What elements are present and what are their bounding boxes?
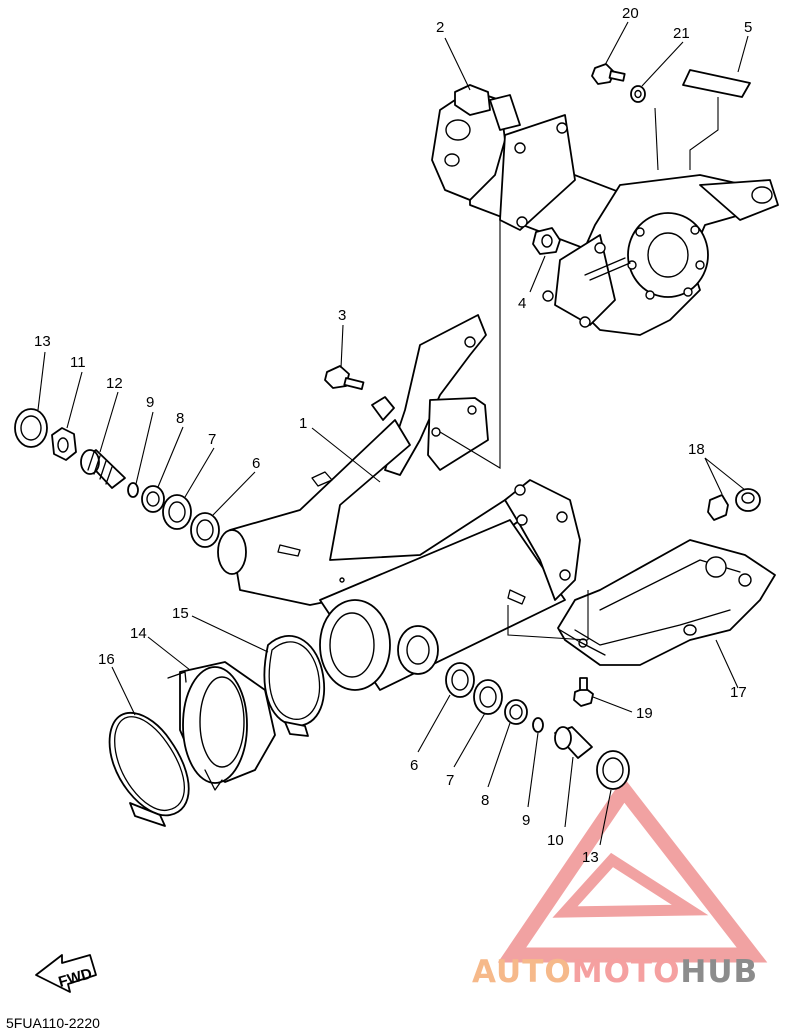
part-oring-9-left bbox=[127, 482, 139, 498]
callout-10: 10 bbox=[547, 832, 564, 849]
part-seal-7-left bbox=[162, 494, 192, 530]
part-pin bbox=[311, 471, 333, 487]
callout-1: 1 bbox=[299, 415, 307, 432]
callout-12: 12 bbox=[106, 375, 123, 392]
watermark-inner-triangle bbox=[552, 852, 709, 918]
watermark-text-hub: HUB bbox=[680, 954, 758, 990]
part-boot-14 bbox=[167, 661, 276, 791]
leader-lines bbox=[37, 21, 749, 846]
callout-13-right: 13 bbox=[582, 849, 599, 866]
part-nut-4 bbox=[532, 227, 561, 255]
part-clip bbox=[371, 396, 395, 421]
part-seal-7-right bbox=[473, 679, 503, 715]
part-oring-9-right bbox=[532, 717, 544, 733]
callout-19: 19 bbox=[636, 705, 653, 722]
part-bearing-6-left bbox=[190, 512, 220, 548]
callout-11: 11 bbox=[70, 354, 86, 371]
callout-2: 2 bbox=[436, 19, 444, 36]
watermark-text-moto: MOTO bbox=[572, 954, 681, 990]
part-collar-8-left bbox=[141, 485, 165, 513]
callout-7-right: 7 bbox=[446, 772, 454, 789]
callout-9-left: 9 bbox=[146, 394, 154, 411]
part-label-5 bbox=[682, 69, 751, 98]
part-axle-housing bbox=[431, 84, 779, 336]
callout-13-left: 13 bbox=[34, 333, 51, 350]
part-bolt-19 bbox=[573, 677, 594, 707]
callout-14: 14 bbox=[130, 625, 147, 642]
callout-8-left: 8 bbox=[176, 410, 184, 427]
callout-6-right: 6 bbox=[410, 757, 418, 774]
part-shaft-12 bbox=[80, 449, 126, 489]
reference-lines bbox=[439, 97, 719, 641]
callout-17: 17 bbox=[730, 684, 747, 701]
callout-8-right: 8 bbox=[481, 792, 489, 809]
svg-text:AUTOMOTOHUB: AUTOMOTOHUB bbox=[472, 954, 758, 990]
callout-numbers: 2 20 21 5 4 3 1 13 11 12 9 8 7 6 18 15 1… bbox=[34, 5, 752, 866]
part-nut-11 bbox=[51, 427, 77, 461]
part-bolt-20 bbox=[591, 63, 626, 85]
watermark-text-auto: AUTO bbox=[472, 954, 572, 990]
callout-9-right: 9 bbox=[522, 812, 530, 829]
part-swing-arm bbox=[217, 314, 581, 691]
diagram-code: 5FUA110-2220 bbox=[6, 1015, 100, 1031]
callout-18: 18 bbox=[688, 441, 705, 458]
callout-5: 5 bbox=[744, 19, 752, 36]
part-collar-8-right bbox=[504, 699, 528, 725]
part-clamp-16 bbox=[108, 711, 190, 827]
part-seal-13-right bbox=[596, 750, 630, 790]
part-bolt-10 bbox=[554, 726, 593, 759]
callout-4: 4 bbox=[518, 295, 526, 312]
part-bolt-3 bbox=[324, 365, 365, 391]
part-guard-17 bbox=[557, 539, 776, 666]
part-band-15 bbox=[263, 635, 326, 737]
callout-16: 16 bbox=[98, 651, 115, 668]
watermark-triangle bbox=[497, 777, 768, 963]
callout-7-left: 7 bbox=[208, 431, 216, 448]
callout-20: 20 bbox=[622, 5, 639, 22]
callout-6-left: 6 bbox=[252, 455, 260, 472]
callout-21: 21 bbox=[673, 25, 690, 42]
callout-3: 3 bbox=[338, 307, 346, 324]
callout-15: 15 bbox=[172, 605, 189, 622]
part-bearing-6-right bbox=[445, 662, 475, 698]
watermark: AUTOMOTOHUB bbox=[472, 777, 768, 990]
part-seal-13-left bbox=[14, 408, 48, 448]
part-grommet-18 bbox=[707, 488, 761, 521]
fwd-arrow: FWD bbox=[35, 954, 97, 993]
part-washer-21 bbox=[630, 85, 646, 103]
